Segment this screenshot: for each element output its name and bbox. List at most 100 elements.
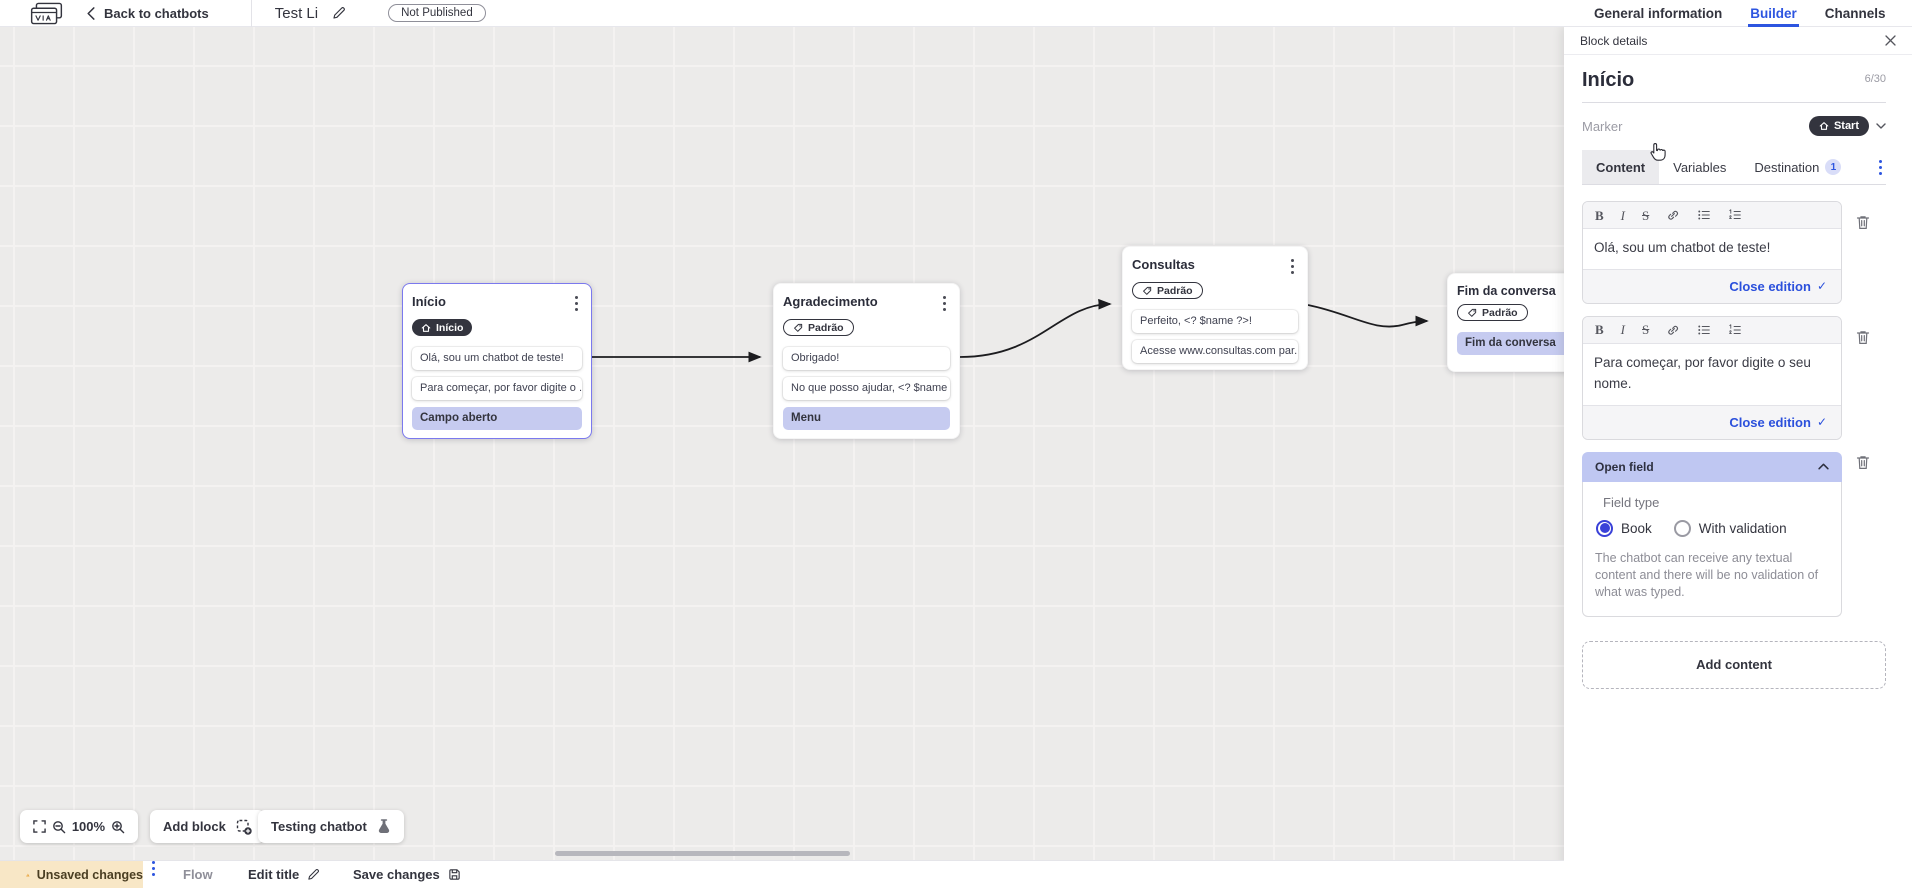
node-menu-icon[interactable] xyxy=(571,294,582,313)
node-row-text: Fim da conversa xyxy=(1465,337,1556,349)
edit-title-button[interactable]: Edit title xyxy=(248,861,320,888)
zoom-level: 100% xyxy=(71,819,106,834)
zoom-out-icon[interactable] xyxy=(52,820,66,834)
numbered-list-icon[interactable] xyxy=(1728,208,1742,222)
edit-title-icon[interactable] xyxy=(332,6,346,20)
status-bar: Unsaved changes Flow Edit title Save cha… xyxy=(0,860,1564,888)
node-row-menu[interactable]: Menu xyxy=(783,406,950,430)
open-field-section: Open field Field type Book xyxy=(1582,451,1842,617)
zoom-toolbar: 100% xyxy=(20,810,138,843)
chatbot-title[interactable]: Test Li xyxy=(274,4,319,22)
tab-builder[interactable]: Builder xyxy=(1748,0,1799,27)
strikethrough-icon[interactable]: S xyxy=(1642,322,1650,338)
testing-chatbot-button[interactable]: Testing chatbot xyxy=(258,810,404,843)
marker-row: Marker Start xyxy=(1582,116,1886,136)
warning-icon xyxy=(26,873,30,876)
close-edition-button[interactable]: Close edition xyxy=(1729,278,1811,294)
marker-pill-label: Início xyxy=(436,321,464,334)
node-row-end[interactable]: Fim da conversa xyxy=(1457,331,1587,355)
node-row-text: Menu xyxy=(791,412,822,424)
node-row-open-field[interactable]: Campo aberto xyxy=(412,406,582,430)
flow-node-inicio[interactable]: Início Início Olá, sou um chatbot de tes… xyxy=(402,283,592,439)
node-row-message[interactable]: Obrigado! xyxy=(783,346,950,370)
node-row-message[interactable]: Acesse www.consultas.com par... xyxy=(1132,339,1298,363)
unsaved-changes-indicator: Unsaved changes xyxy=(0,861,143,888)
open-field-title: Open field xyxy=(1595,459,1654,474)
close-panel-icon[interactable] xyxy=(1883,33,1898,48)
chevron-up-icon xyxy=(1818,463,1829,470)
bold-icon[interactable]: B xyxy=(1595,207,1604,223)
fullscreen-icon[interactable] xyxy=(33,820,46,833)
unsaved-changes-label: Unsaved changes xyxy=(36,867,143,882)
panel-tabs-menu-icon[interactable] xyxy=(1875,158,1886,177)
flow-label: Flow xyxy=(183,867,213,882)
node-row-text: No que posso ajudar, <? $name ... xyxy=(791,382,950,394)
flow-node-consultas[interactable]: Consultas Padrão Perfeito, <? $name ?>! … xyxy=(1122,246,1308,370)
tab-channels[interactable]: Channels xyxy=(1824,6,1886,21)
text-editor-2[interactable]: B I S xyxy=(1582,315,1842,440)
add-block-label: Add block xyxy=(163,819,226,834)
home-icon xyxy=(421,323,431,332)
node-row-text: Obrigado! xyxy=(791,352,840,364)
tab-destination[interactable]: Destination 1 xyxy=(1740,150,1855,184)
marker-pill-label: Padrão xyxy=(1482,306,1518,319)
bullet-list-icon[interactable] xyxy=(1697,323,1711,337)
delete-element-icon[interactable] xyxy=(1855,454,1871,471)
node-menu-icon[interactable] xyxy=(939,294,950,313)
delete-element-icon[interactable] xyxy=(1855,214,1871,231)
tab-general-information[interactable]: General information xyxy=(1594,6,1723,21)
editor-toolbar: B I S xyxy=(1583,202,1841,229)
start-marker-pill: Início xyxy=(412,319,473,336)
strikethrough-icon[interactable]: S xyxy=(1642,207,1650,223)
bold-icon[interactable]: B xyxy=(1595,322,1604,338)
open-field-header[interactable]: Open field xyxy=(1582,451,1842,482)
tab-variables-label: Variables xyxy=(1673,159,1727,175)
tab-content[interactable]: Content xyxy=(1582,150,1660,184)
node-row-message[interactable]: No que posso ajudar, <? $name ... xyxy=(783,376,950,400)
italic-icon[interactable]: I xyxy=(1620,207,1626,223)
start-pill-label: Start xyxy=(1833,120,1859,132)
block-title-input[interactable]: Início 6/30 xyxy=(1582,69,1886,103)
node-title: Agradecimento xyxy=(783,294,878,309)
testing-chatbot-label: Testing chatbot xyxy=(271,819,367,834)
tag-icon xyxy=(794,323,803,332)
tab-variables[interactable]: Variables xyxy=(1659,150,1740,184)
editor-footer: Close edition ✓ xyxy=(1583,404,1841,439)
back-to-chatbots-button[interactable]: Back to chatbots xyxy=(87,6,209,21)
radio-option-book[interactable]: Book xyxy=(1596,519,1652,537)
chevron-left-icon xyxy=(87,6,95,20)
flow-tab[interactable]: Flow xyxy=(183,861,213,888)
app-logo[interactable] xyxy=(30,2,63,25)
text-editor-1[interactable]: B I S xyxy=(1582,201,1842,304)
editor-text[interactable]: Para começar, por favor digite o seu nom… xyxy=(1594,354,1811,391)
node-menu-icon[interactable] xyxy=(1287,257,1298,276)
statusbar-menu-icon[interactable] xyxy=(152,861,155,888)
add-block-button[interactable]: Add block xyxy=(150,810,265,843)
save-changes-button[interactable]: Save changes xyxy=(353,861,461,888)
zoom-in-icon[interactable] xyxy=(111,820,125,834)
radio-option-with-validation[interactable]: With validation xyxy=(1673,519,1787,537)
open-field-body: Field type Book With validation xyxy=(1582,481,1842,617)
node-row-message[interactable]: Olá, sou um chatbot de teste! xyxy=(412,346,582,370)
node-row-message[interactable]: Para começar, por favor digite o ... xyxy=(412,376,582,400)
node-row-text: Acesse www.consultas.com par... xyxy=(1140,345,1298,357)
add-content-button[interactable]: Add content xyxy=(1582,640,1886,689)
link-icon[interactable] xyxy=(1666,323,1680,337)
default-marker-pill: Padrão xyxy=(1457,304,1528,321)
delete-element-icon[interactable] xyxy=(1855,329,1871,346)
italic-icon[interactable]: I xyxy=(1620,322,1626,338)
editor-text[interactable]: Olá, sou um chatbot de teste! xyxy=(1594,240,1771,255)
title-char-counter: 6/30 xyxy=(1864,73,1886,85)
bullet-list-icon[interactable] xyxy=(1697,208,1711,222)
close-edition-button[interactable]: Close edition xyxy=(1729,414,1811,430)
tag-icon xyxy=(1143,286,1152,295)
marker-select[interactable]: Start xyxy=(1808,116,1886,136)
node-row-message[interactable]: Perfeito, <? $name ?>! xyxy=(1132,309,1298,333)
link-icon[interactable] xyxy=(1666,208,1680,222)
editor-toolbar: B I S xyxy=(1583,316,1841,344)
horizontal-scrollbar[interactable] xyxy=(555,851,850,856)
numbered-list-icon[interactable] xyxy=(1728,323,1742,337)
tab-destination-label: Destination xyxy=(1754,159,1820,175)
flow-node-agradecimento[interactable]: Agradecimento Padrão Obrigado! No que po… xyxy=(773,283,960,439)
